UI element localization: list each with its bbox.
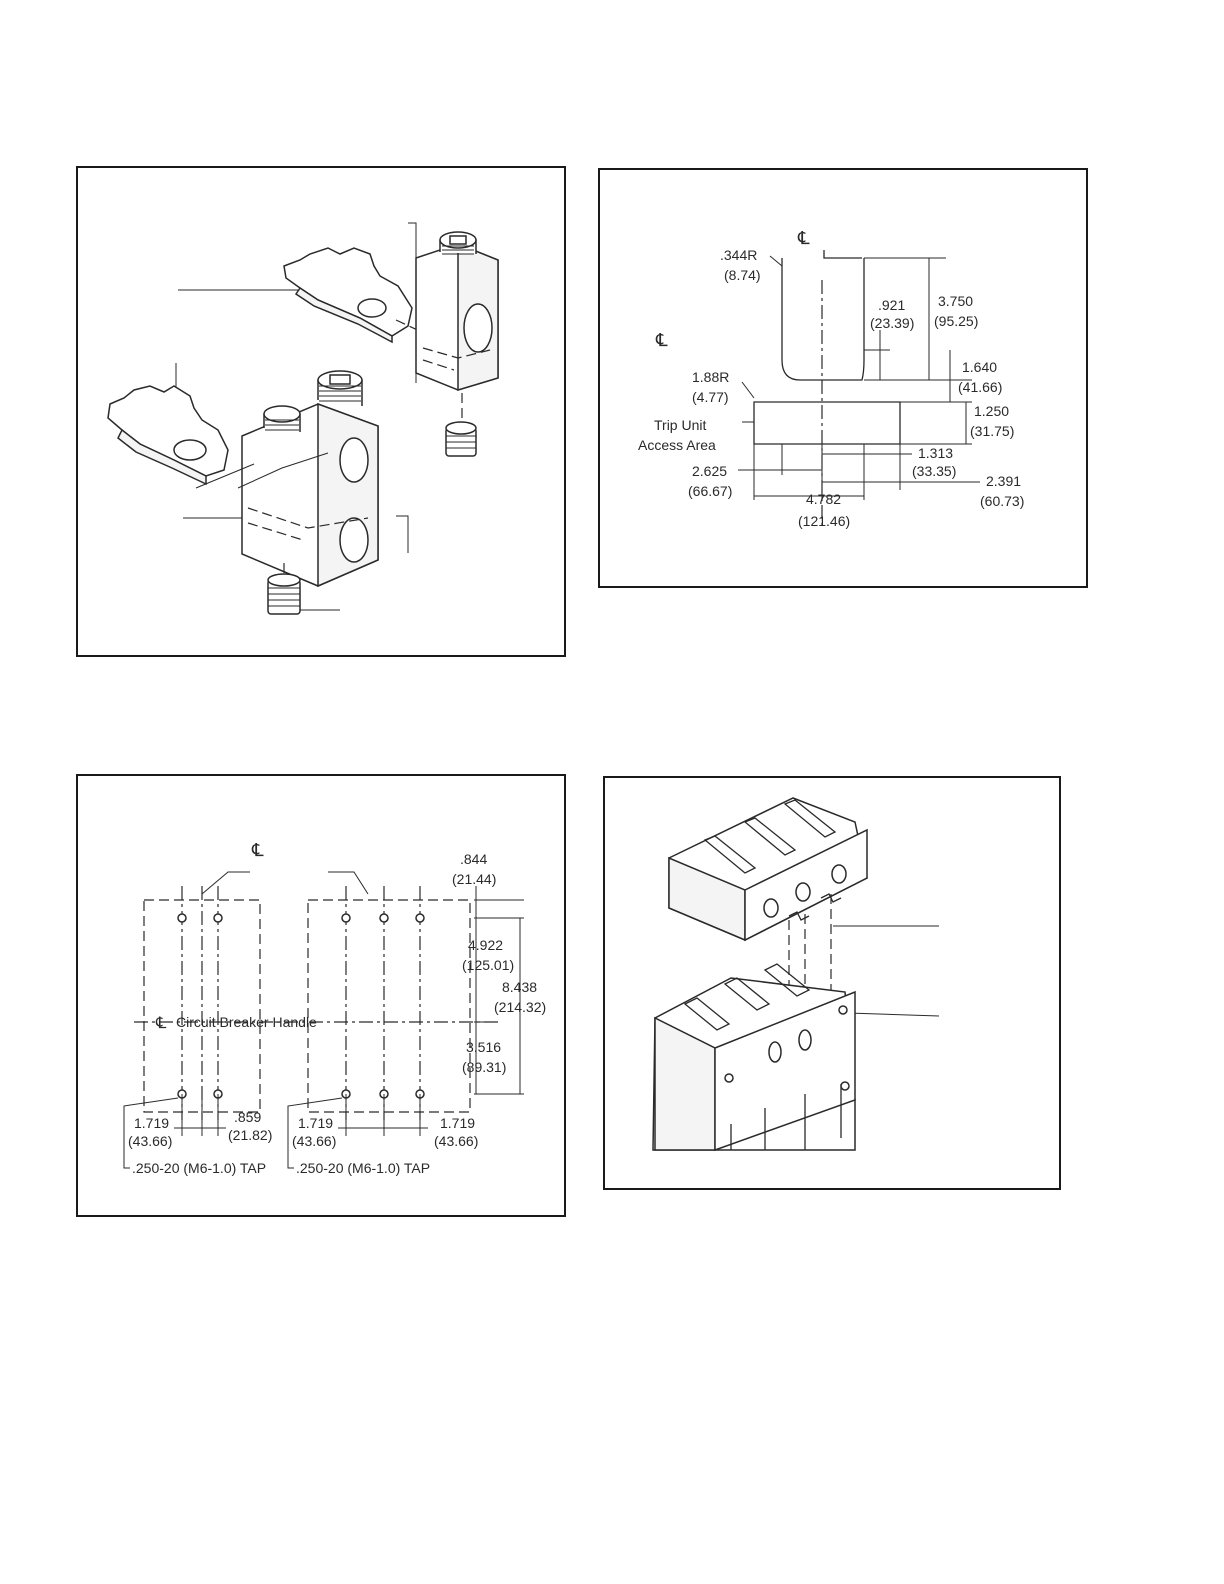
dim-4782-mm: (121.46) [798,513,850,529]
dim-4782: 4.782 [806,491,841,507]
dim-8438-mm: (214.32) [494,999,546,1015]
dim-1719-right-a: 1.719 [298,1115,333,1131]
dim-1313-mm: (33.35) [912,463,956,479]
cl-symbol-handle: ℄ [155,1015,167,1032]
dim-921: .921 [878,297,905,313]
access-area-label: Access Area [638,437,716,453]
lower-lug-body [195,370,379,588]
dim-r344: .344R [720,247,757,263]
r344-leader [769,255,783,267]
dim-1719-right-a-mm: (43.66) [292,1133,336,1149]
tap-label-left: .250-20 (M6-1.0) TAP [132,1160,266,1176]
dim-2391: 2.391 [986,473,1021,489]
frame-outline-2-pole [143,899,261,1113]
upper-lug-strap [283,247,427,344]
cl-leader-right [328,871,369,895]
cl-leader-left [201,871,250,895]
extension-lines-bottom [181,1094,421,1136]
dim-8438: 8.438 [502,979,537,995]
handle-cutout-top [823,250,862,259]
handle-cutout-outline [781,258,865,381]
cutout-dimensions-drawing: ℄ ℄ .344R (8.74) .921 (23.39) 3.750 (95.… [638,228,1024,530]
lower-lug-screw [267,563,301,615]
cl-symbol-left: ℄ [655,330,668,350]
dim-1719-left: 1.719 [134,1115,169,1131]
dim-2625: 2.625 [692,463,727,479]
trip-unit-label: Trip Unit [654,417,706,433]
dim-2391-mm: (60.73) [980,493,1024,509]
dim-r344-mm: (8.74) [724,267,761,283]
lug-assembly-illustration [107,222,499,615]
tap-label-right: .250-20 (M6-1.0) TAP [296,1160,430,1176]
dim-r188-mm: (4.77) [692,389,729,405]
dim-3516: 3.516 [466,1039,501,1055]
cl-symbol: ℄ [251,840,264,860]
circuit-breaker-handle-label: Circuit Breaker Handle [176,1014,317,1030]
terminal-cover-illustration [652,797,940,1152]
dim-1719-right-b-mm: (43.66) [434,1133,478,1149]
dim-1640: 1.640 [962,359,997,375]
dim-1719-left-mm: (43.66) [128,1133,172,1149]
terminal-cover-panel [603,776,1061,1190]
upper-lug-screw [445,393,477,457]
extension-lines-vertical [474,899,524,1095]
dim-3516-mm: (89.31) [462,1059,506,1075]
cutout-dimensions-panel: ℄ ℄ .344R (8.74) .921 (23.39) 3.750 (95.… [598,168,1088,588]
trip-unit-access-outline [753,401,901,445]
dim-3750: 3.750 [938,293,973,309]
cl-symbol: ℄ [797,228,810,248]
dim-2625-mm: (66.67) [688,483,732,499]
dim-4922-mm: (125.01) [462,957,514,973]
terminal-cover [668,797,868,942]
dim-1313: 1.313 [918,445,953,461]
circuit-breaker-body [652,963,856,1152]
mounting-holes [177,913,425,1099]
dim-1250: 1.250 [974,403,1009,419]
dim-1250-mm: (31.75) [970,423,1014,439]
dim-921-mm: (23.39) [870,315,914,331]
leader-line [396,515,409,553]
dim-859-mm: (21.82) [228,1127,272,1143]
tap-leader-left [123,1097,179,1169]
dim-844-mm: (21.44) [452,871,496,887]
mounting-dimensions-panel: ℄ ℄ Circuit Breaker Handle .844 (21.44) … [76,774,566,1217]
pole-centerlines-3-pole [345,886,421,1120]
lower-lug-strap [107,385,229,486]
dim-1719-right-b: 1.719 [440,1115,475,1131]
dim-1640-mm: (41.66) [958,379,1002,395]
extension-lines-horizontal [753,444,901,500]
dim-r188: 1.88R [692,369,729,385]
tap-leader-right [287,1097,343,1169]
pole-centerlines-2-pole [181,886,219,1120]
mounting-dimensions-drawing: ℄ ℄ Circuit Breaker Handle .844 (21.44) … [123,840,546,1176]
dim-859: .859 [234,1109,261,1125]
r188-leader [741,381,755,399]
dim-3750-mm: (95.25) [934,313,978,329]
dim-4922: 4.922 [468,937,503,953]
lug-assembly-panel [76,166,566,657]
dim-844: .844 [460,851,487,867]
upper-lug-body [415,231,499,392]
frame-outline-3-pole [307,899,471,1113]
